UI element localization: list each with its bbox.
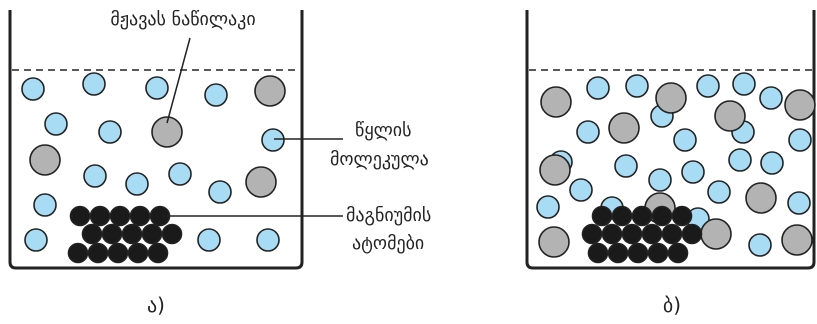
water-molecule xyxy=(696,74,720,98)
water-molecule xyxy=(728,148,752,172)
magnesium-atom xyxy=(87,242,109,264)
magnesium-atom xyxy=(141,223,163,245)
beaker-b-particles xyxy=(536,72,816,264)
acid-particle-label: მჟავას ნაწილაკი xyxy=(110,9,255,30)
magnesium-atom xyxy=(601,223,623,245)
water-molecule xyxy=(44,112,68,136)
water-molecule xyxy=(168,162,192,186)
water-molecule xyxy=(256,228,280,252)
magnesium-atom xyxy=(101,223,123,245)
acid-particle xyxy=(245,166,277,198)
water-molecule xyxy=(98,120,122,144)
water-molecule xyxy=(125,172,149,196)
acid-particle xyxy=(714,100,746,132)
acid-particle xyxy=(608,112,640,144)
water-molecule xyxy=(82,72,106,96)
magnesium-atom xyxy=(129,205,151,227)
water-molecule xyxy=(748,233,772,257)
magnesium-atom xyxy=(681,223,703,245)
beaker-a xyxy=(8,10,304,270)
acid-particle xyxy=(745,182,777,214)
water-molecule xyxy=(83,164,107,188)
acid-particle xyxy=(254,75,286,107)
water-molecule xyxy=(625,74,649,98)
magnesium-atom xyxy=(581,223,603,245)
acid-particle xyxy=(540,86,572,118)
water-molecule xyxy=(24,228,48,252)
water-molecule xyxy=(707,180,731,204)
water-molecule xyxy=(208,180,232,204)
magnesium-atom xyxy=(671,205,693,227)
water-molecule xyxy=(197,228,221,252)
magnesium-atoms-label-line1: მაგნიუმის xyxy=(346,205,431,226)
magnesium-atom xyxy=(67,242,89,264)
acid-particle xyxy=(655,82,687,114)
acid-particle xyxy=(29,144,61,176)
magnesium-atom xyxy=(161,223,183,245)
water-molecule-label-line2: მოლეკულა xyxy=(330,149,429,170)
caption-a: ა) xyxy=(147,293,165,317)
magnesium-atom xyxy=(621,223,643,245)
water-molecule-label-line1: წყლის xyxy=(355,120,412,141)
acid-particle xyxy=(151,116,183,148)
magnesium-atom xyxy=(121,223,143,245)
magnesium-atom xyxy=(147,242,169,264)
beaker-a-particles xyxy=(21,72,286,264)
water-molecule xyxy=(586,76,610,100)
magnesium-atom xyxy=(109,205,131,227)
water-molecule xyxy=(569,178,593,202)
water-molecule xyxy=(787,191,811,215)
magnesium-atom xyxy=(641,223,663,245)
water-molecule xyxy=(576,120,600,144)
magnesium-atom xyxy=(611,205,633,227)
acid-particle xyxy=(538,226,570,258)
magnesium-atom xyxy=(89,205,111,227)
magnesium-atom xyxy=(667,242,689,264)
water-molecule xyxy=(261,128,285,152)
magnesium-atom xyxy=(591,205,613,227)
water-molecule xyxy=(145,76,169,100)
acid-particle-leader xyxy=(166,37,191,124)
water-molecule xyxy=(760,151,784,175)
acid-particle xyxy=(781,224,813,256)
water-molecule xyxy=(33,193,57,217)
magnesium-atom xyxy=(81,223,103,245)
water-molecule xyxy=(673,128,697,152)
magnesium-atom xyxy=(627,242,649,264)
acid-particle xyxy=(539,154,571,186)
water-molecule xyxy=(648,168,672,192)
water-molecule xyxy=(536,195,560,219)
magnesium-atom xyxy=(587,242,609,264)
acid-particle xyxy=(784,89,816,121)
magnesium-atom xyxy=(107,242,129,264)
caption-b: ბ) xyxy=(663,293,681,317)
water-molecule xyxy=(21,77,45,101)
magnesium-atom xyxy=(69,205,91,227)
beaker-b-wall xyxy=(525,10,816,270)
water-molecule xyxy=(759,86,783,110)
magnesium-atom xyxy=(661,223,683,245)
magnesium-atom xyxy=(651,205,673,227)
magnesium-atom xyxy=(127,242,149,264)
magnesium-atom xyxy=(607,242,629,264)
water-molecule xyxy=(732,72,756,96)
water-molecule xyxy=(788,128,812,152)
magnesium-atom xyxy=(647,242,669,264)
beaker-b xyxy=(525,10,816,270)
beaker-a-wall xyxy=(8,10,304,270)
water-molecule xyxy=(614,154,638,178)
magnesium-atoms-label-line2: ატომები xyxy=(352,233,424,254)
magnesium-atom xyxy=(631,205,653,227)
water-molecule xyxy=(681,160,705,184)
acid-particle xyxy=(700,218,732,250)
water-molecule xyxy=(204,83,228,107)
